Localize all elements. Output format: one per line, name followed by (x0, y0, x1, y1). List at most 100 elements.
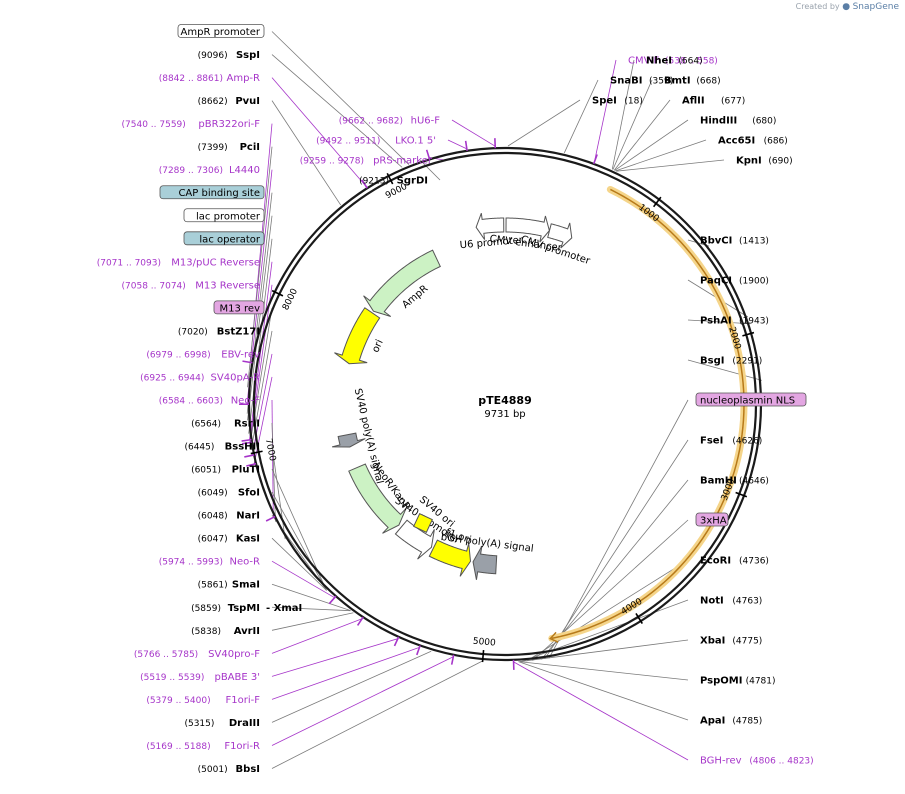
label-nari[interactable]: NarI(6048) (198, 511, 260, 522)
tick-mark (652, 196, 662, 208)
label-bmti[interactable]: BmtI(668) (664, 76, 721, 87)
label-3xha[interactable]: 3xHA (695, 512, 729, 527)
label-draiii[interactable]: DraIII(5315) (184, 718, 260, 729)
label-m13puc[interactable]: M13/pUC Reverse(7071 .. 7093) (97, 257, 260, 442)
site-position: (6048) (198, 512, 228, 522)
label-smai[interactable]: SmaI(5861) (198, 580, 260, 591)
label-pshai[interactable]: PshAI(1943) (700, 316, 769, 327)
feature-f1ori[interactable] (428, 539, 472, 577)
label-bbsi[interactable]: BbsI(5001) (198, 764, 260, 775)
primer-tick (464, 140, 468, 151)
site-name: BstZ17I (217, 326, 260, 337)
label-neof[interactable]: Neo-F(6584 .. 6603) (159, 396, 276, 522)
label-m13rev[interactable]: M13 Reverse(7058 .. 7074) (122, 280, 260, 445)
site-position: (5861) (198, 581, 228, 591)
primer-tick (244, 454, 255, 458)
label-pbabe3[interactable]: pBABE 3'(5519 .. 5539) (140, 636, 400, 683)
label-bsshii[interactable]: BssHII(6445) (184, 442, 260, 453)
label-f1orir[interactable]: F1ori-R(5169 .. 5188) (146, 654, 455, 752)
label-xbai[interactable]: XbaI(4775) (700, 636, 762, 647)
label-ecori[interactable]: EcoRI(4736) (700, 556, 769, 567)
label-lko1[interactable]: LKO.1 5'(9492 .. 9511) (316, 136, 468, 151)
callout-line (271, 31, 410, 165)
label-aflii[interactable]: AflII(677) (682, 96, 745, 107)
label-kasi[interactable]: KasI(6047) (198, 534, 260, 545)
label-pspomi[interactable]: PspOMI(4781) (700, 676, 776, 687)
label-bghrev[interactable]: BGH-rev(4806 .. 4823) (512, 659, 814, 767)
label-nls[interactable]: nucleoplasmin NLS (695, 392, 807, 407)
label-pvui[interactable]: PvuI(8662) (198, 96, 260, 107)
primer-tick (265, 515, 276, 522)
label-pbr322[interactable]: pBR322ori-F(7540 .. 7559) (122, 119, 261, 364)
primer-range: (7289 .. 7306) (159, 166, 223, 176)
label-sspi[interactable]: SspI(9096) (198, 50, 260, 61)
primer-name: CMV-F (628, 56, 659, 67)
feature-box (159, 185, 265, 200)
primer-range: (7071 .. 7093) (97, 258, 161, 268)
tick-mark (635, 612, 644, 625)
primer-name: Neo-F (231, 396, 261, 407)
label-sgrdi[interactable]: SgrDI(9213) (359, 176, 428, 187)
feature-u6[interactable] (475, 212, 505, 240)
label-rsrii[interactable]: RsrII(6564) (191, 419, 260, 430)
label-cap[interactable]: CAP binding site (159, 185, 265, 200)
label-bsgi[interactable]: BsgI(2291) (700, 356, 762, 367)
callout-line (447, 139, 467, 150)
label-fsei[interactable]: FseI(4626) (700, 436, 762, 447)
callout-line (271, 618, 363, 654)
feature-cmv-enh[interactable] (505, 215, 550, 243)
label-l4440[interactable]: L4440(7289 .. 7306) (159, 165, 260, 406)
label-amprprom[interactable]: AmpR promoter (177, 24, 265, 39)
site-position: (1900) (739, 277, 769, 287)
label-ebv[interactable]: EBV-rev(6979 .. 6998) (146, 349, 260, 458)
label-prs[interactable]: pRS-marker(9259 .. 9278) (300, 149, 433, 167)
label-pcii[interactable]: PciI(7399) (198, 142, 260, 153)
label-sv40prof[interactable]: SV40pro-F(5766 .. 5785) (134, 616, 364, 660)
label-nhei[interactable]: NheI(664) (646, 56, 703, 67)
label-bbvci[interactable]: BbvCI(1413) (700, 236, 769, 247)
feature-neor[interactable] (348, 463, 407, 534)
feature-bgh[interactable] (472, 545, 498, 580)
label-apai[interactable]: ApaI(4785) (700, 716, 762, 727)
feature-sv40pa[interactable] (332, 432, 366, 448)
label-pluti[interactable]: PluTI(6051) (191, 465, 260, 476)
feature-ampr[interactable] (363, 249, 441, 318)
label-paqci[interactable]: PaqCI(1900) (700, 276, 769, 287)
primer-name: Neo-R (230, 557, 261, 568)
label-snabi[interactable]: SnaBI(359) (610, 76, 673, 87)
feature-ori[interactable] (334, 307, 381, 365)
label-avrii[interactable]: AvrII(5838) (191, 626, 260, 637)
feature-cmv-prom[interactable] (547, 222, 573, 249)
label-hindiii[interactable]: HindIII(680) (700, 116, 776, 127)
label-bamhi[interactable]: BamHI(4646) (700, 476, 769, 487)
feature-box-label: M13 rev (220, 303, 261, 314)
label-noti[interactable]: NotI(4763) (700, 596, 762, 607)
label-lacop[interactable]: lac operator (183, 231, 265, 246)
callout-line (518, 661, 689, 721)
primer-range: (6925 .. 6944) (140, 373, 204, 383)
label-spei[interactable]: SpeI(18) (592, 96, 643, 107)
primer-tick (328, 595, 337, 605)
feature-sv40prom[interactable] (394, 519, 435, 560)
label-kpni[interactable]: KpnI(690) (736, 156, 793, 167)
label-sv40pa[interactable]: SV40pA-R(6925 .. 6944) (140, 372, 260, 467)
primer-name: LKO.1 5' (395, 136, 436, 147)
label-m13revbox[interactable]: M13 rev (213, 300, 265, 315)
label-sfoi[interactable]: SfoI(6049) (198, 488, 260, 499)
site-position: (4781) (746, 677, 776, 687)
tick-label: 8000 (281, 287, 300, 312)
label-hu6f[interactable]: hU6-F(9662 .. 9682) (339, 116, 497, 149)
label-bstz17i[interactable]: BstZ17I(7020) (178, 326, 260, 337)
sv40-ori-marker[interactable] (413, 513, 433, 533)
label-lacprom[interactable]: lac promoter (183, 208, 265, 223)
label-f1orif[interactable]: F1ori-F(5379 .. 5400) (146, 645, 421, 706)
label-acc65i[interactable]: Acc65I(686) (718, 136, 788, 147)
label-ampr_p[interactable]: Amp-R(8842 .. 8861) (159, 73, 368, 189)
site-name: SgrDI (397, 176, 428, 187)
callout-line (614, 119, 689, 171)
primer-range: (5974 .. 5993) (159, 558, 223, 568)
label-tspmi[interactable]: TspMI(5859)- XmaI (191, 603, 302, 614)
label-cmvf[interactable]: CMV-F(538 .. 558) (592, 56, 718, 165)
primer-tick (241, 438, 252, 442)
label-neor[interactable]: Neo-R (5974 .. 5993) (159, 557, 337, 605)
